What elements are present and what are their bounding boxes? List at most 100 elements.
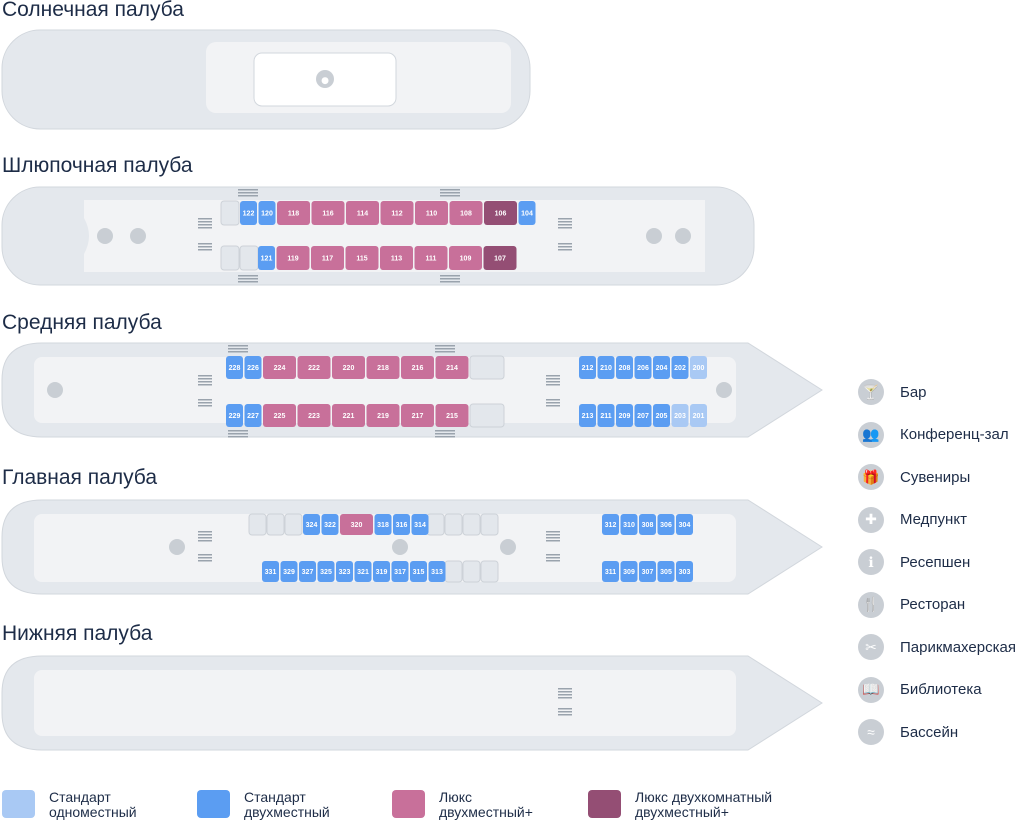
cabin-106[interactable]: 106 xyxy=(484,201,517,225)
cabin-107[interactable]: 107 xyxy=(483,246,517,270)
cabin-212[interactable]: 212 xyxy=(579,356,596,379)
cabin-307[interactable]: 307 xyxy=(639,561,656,582)
cabin-type-capacity: одноместный xyxy=(49,804,137,820)
cabin-219[interactable]: 219 xyxy=(366,404,400,427)
color-swatch xyxy=(588,790,621,818)
cabin-113[interactable]: 113 xyxy=(380,246,413,270)
cabin-321[interactable]: 321 xyxy=(354,561,372,582)
cabin-118[interactable]: 118 xyxy=(277,201,310,225)
cabin-120[interactable]: 120 xyxy=(258,201,276,225)
cabin-211[interactable]: 211 xyxy=(597,404,615,427)
pool-icon xyxy=(130,228,146,244)
cabin-303[interactable]: 303 xyxy=(676,561,693,582)
cabin-116[interactable]: 116 xyxy=(311,201,345,225)
stairs-icon xyxy=(198,345,560,438)
cabin-210[interactable]: 210 xyxy=(597,356,615,379)
cabin-315[interactable]: 315 xyxy=(410,561,427,582)
cabin-121[interactable]: 121 xyxy=(258,246,275,270)
sun-deck: ● xyxy=(1,29,531,130)
cabin-226[interactable]: 226 xyxy=(244,356,262,379)
cabin-221[interactable]: 221 xyxy=(332,404,365,427)
cabin-310[interactable]: 310 xyxy=(620,514,638,535)
cabin-223[interactable]: 223 xyxy=(297,404,331,427)
cabin-117[interactable]: 117 xyxy=(311,246,344,270)
bar-icon xyxy=(97,228,113,244)
souvenirs-icon: 🎁 xyxy=(858,464,884,490)
cabin-331[interactable]: 331 xyxy=(262,561,279,582)
cabin-224[interactable]: 224 xyxy=(263,356,296,379)
cabin-218[interactable]: 218 xyxy=(366,356,400,379)
cabin-207[interactable]: 207 xyxy=(634,404,652,427)
cabin-312[interactable]: 312 xyxy=(602,514,619,535)
cabin-202[interactable]: 202 xyxy=(671,356,689,379)
conference-hall-icon xyxy=(316,70,334,88)
deck-title-lower: Нижняя палуба xyxy=(2,622,153,645)
cabin-205[interactable]: 205 xyxy=(653,404,670,427)
cabin-109[interactable]: 109 xyxy=(449,246,482,270)
cabin-222[interactable]: 222 xyxy=(297,356,331,379)
color-swatch xyxy=(2,790,35,818)
cabin-114[interactable]: 114 xyxy=(346,201,379,225)
cabin-314[interactable]: 314 xyxy=(411,514,429,535)
legend-label: Медпункт xyxy=(900,511,967,528)
svg-text:●: ● xyxy=(321,76,329,86)
cabin-317[interactable]: 317 xyxy=(391,561,409,582)
cabin-122[interactable]: 122 xyxy=(240,201,257,225)
cabin-108[interactable]: 108 xyxy=(449,201,483,225)
cabin-111[interactable]: 111 xyxy=(414,246,448,270)
souvenirs-icon xyxy=(675,228,691,244)
cabin-215[interactable]: 215 xyxy=(435,404,469,427)
deck-title-middle: Средняя палуба xyxy=(2,311,162,334)
cabin-104[interactable]: 104 xyxy=(518,201,536,225)
cabin-320[interactable]: 320 xyxy=(340,514,373,535)
cabin-323[interactable]: 323 xyxy=(336,561,353,582)
cabin-216[interactable]: 216 xyxy=(401,356,434,379)
color-swatch xyxy=(197,790,230,818)
cabin-313[interactable]: 313 xyxy=(428,561,446,582)
cabin-220[interactable]: 220 xyxy=(332,356,365,379)
legend-item: 👥Конференц-зал xyxy=(858,420,1009,450)
legend-label: Библиотека xyxy=(900,681,982,698)
cabin-208[interactable]: 208 xyxy=(616,356,633,379)
cabin-325[interactable]: 325 xyxy=(317,561,335,582)
color-swatch xyxy=(392,790,425,818)
cabin-329[interactable]: 329 xyxy=(280,561,298,582)
cabin-type-capacity: двухместный+ xyxy=(439,804,533,820)
legend-label: Сувениры xyxy=(900,468,971,486)
cabin-203[interactable]: 203 xyxy=(671,404,689,427)
cabin-110[interactable]: 110 xyxy=(415,201,448,225)
cabin-217[interactable]: 217 xyxy=(401,404,434,427)
cabin-112[interactable]: 112 xyxy=(380,201,414,225)
cabin-319[interactable]: 319 xyxy=(373,561,390,582)
cabin-206[interactable]: 206 xyxy=(634,356,652,379)
cabin-306[interactable]: 306 xyxy=(657,514,675,535)
cabin-204[interactable]: 204 xyxy=(653,356,670,379)
cabin-308[interactable]: 308 xyxy=(639,514,656,535)
cabin-200[interactable]: 200 xyxy=(690,356,707,379)
cabin-311[interactable]: 311 xyxy=(602,561,619,582)
cabin-213[interactable]: 213 xyxy=(579,404,596,427)
cabin-327[interactable]: 327 xyxy=(299,561,316,582)
cabin-214[interactable]: 214 xyxy=(435,356,469,379)
cabin-318[interactable]: 318 xyxy=(374,514,392,535)
cabin-type-name: Стандарт xyxy=(49,789,111,805)
cabin-119[interactable]: 119 xyxy=(276,246,310,270)
cabin-209[interactable]: 209 xyxy=(616,404,633,427)
cabin-227[interactable]: 227 xyxy=(244,404,262,427)
cabin-324[interactable]: 324 xyxy=(303,514,320,535)
cabin-225[interactable]: 225 xyxy=(263,404,296,427)
lower-deck xyxy=(1,655,823,751)
cabin-228[interactable]: 228 xyxy=(226,356,243,379)
deck-title-main: Главная палуба xyxy=(2,466,158,489)
cabin-304[interactable]: 304 xyxy=(676,514,693,535)
cabin-229[interactable]: 229 xyxy=(226,404,243,427)
cabin-305[interactable]: 305 xyxy=(657,561,675,582)
cabin-115[interactable]: 115 xyxy=(345,246,379,270)
cabin-316[interactable]: 316 xyxy=(393,514,410,535)
cabin-309[interactable]: 309 xyxy=(620,561,638,582)
cabin-322[interactable]: 322 xyxy=(321,514,339,535)
cabin-201[interactable]: 201 xyxy=(690,404,707,427)
